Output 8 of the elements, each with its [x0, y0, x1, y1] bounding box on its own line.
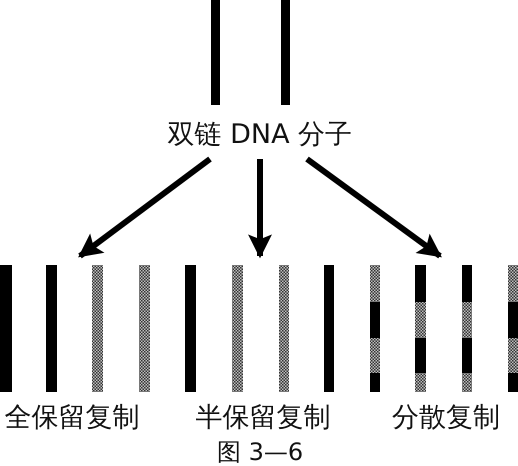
node-label: 分散复制 — [392, 403, 500, 433]
node-label: 双链 DNA 分子 — [168, 120, 352, 150]
arrow — [305, 156, 442, 258]
arrow — [248, 159, 272, 258]
node-label: 半保留复制 — [196, 403, 330, 433]
arrow — [78, 156, 212, 258]
node-label: 全保留复制 — [4, 403, 140, 433]
figure-caption: 图 3—6 — [217, 439, 304, 465]
